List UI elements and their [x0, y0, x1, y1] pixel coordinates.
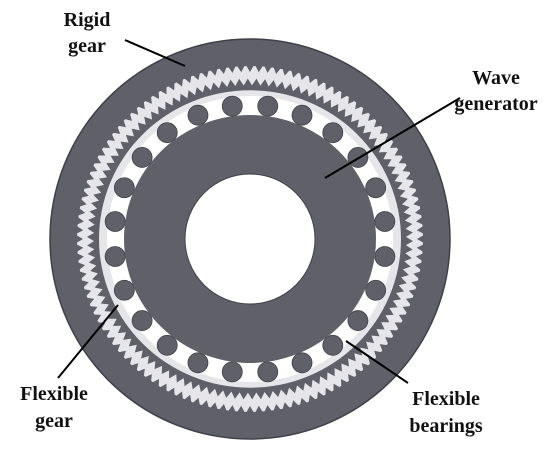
bearing-ball: [187, 104, 209, 126]
rigid-gear-label-line1: Rigid: [64, 9, 111, 31]
bearing-ball: [113, 279, 135, 301]
bearing-ball: [322, 334, 344, 356]
flexible-gear-label: Flexible: [20, 383, 88, 405]
flexible-gear-leader: [57, 304, 119, 379]
bearing-ball: [374, 211, 396, 232]
bearing-ball: [365, 177, 387, 199]
bearing-ball: [156, 122, 178, 144]
flexible-bearings-label: Flexible: [412, 388, 480, 410]
flexible-bearings-label-line2: bearings: [409, 415, 483, 437]
bearing-ball: [257, 361, 279, 383]
wave-generator-label-2: generator: [454, 93, 537, 115]
bearing-ball: [113, 177, 135, 199]
bearing-ball: [291, 104, 313, 126]
bearing-ball: [131, 147, 153, 168]
bearing-ball: [374, 246, 396, 267]
bearing-ball: [257, 95, 279, 117]
flexible-gear-label-2: gear: [35, 410, 73, 432]
wave-generator-label-line2: generator: [454, 93, 537, 115]
flexible-bearings-label-2: bearings: [409, 415, 483, 437]
bearing-ball: [365, 279, 387, 301]
wave-generator-leader: [324, 97, 461, 179]
rigid-gear-label-line2: gear: [68, 35, 106, 57]
bearing-ball: [156, 334, 178, 356]
bearing-ball: [291, 352, 313, 374]
bearing-ball: [187, 352, 209, 374]
flexible-bearings-label-line1: Flexible: [412, 388, 480, 410]
bearing-ball: [347, 310, 369, 331]
rigid-gear-leader: [124, 39, 186, 67]
bearing-ball: [104, 246, 126, 267]
bearing-ball: [221, 95, 243, 117]
rigid-gear-label-2: gear: [68, 35, 106, 57]
wave-generator-label: Wave: [472, 67, 520, 89]
flexible-bearings-leader: [345, 340, 409, 384]
bearing-ball: [104, 211, 126, 232]
wave-generator-label-line1: Wave: [472, 67, 520, 89]
bearing-ball: [131, 310, 153, 331]
flexible-gear-label-line1: Flexible: [20, 383, 88, 405]
bearing-balls: [104, 95, 396, 383]
central-bore: [184, 173, 316, 305]
flexible-gear-label-line2: gear: [35, 410, 73, 432]
bearing-ball: [322, 122, 344, 144]
bearing-ball: [221, 361, 243, 383]
rigid-gear-label: Rigid: [64, 9, 111, 31]
